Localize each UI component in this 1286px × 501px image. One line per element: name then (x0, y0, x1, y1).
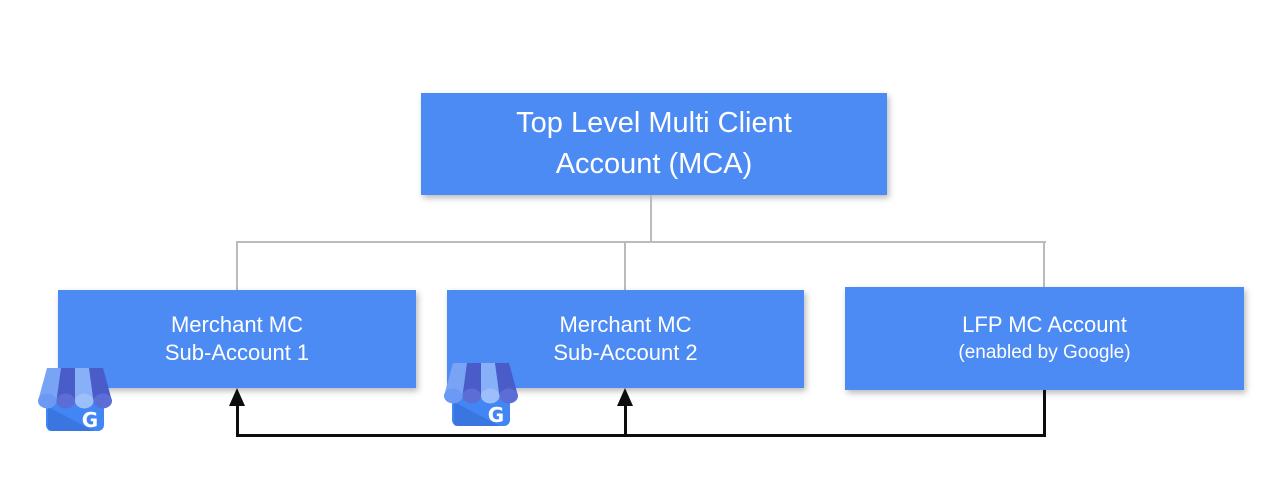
tree-connector-drop-sub1 (236, 243, 238, 290)
google-my-business-icon: G (38, 367, 112, 438)
node-label-subline: (enabled by Google) (958, 342, 1131, 363)
node-top-level-mca: Top Level Multi Client Account (MCA) (421, 93, 887, 195)
node-label-line: LFP MC Account (962, 312, 1127, 337)
tree-connector-crossbar (236, 241, 1046, 243)
arrow-connector-to-sub2 (624, 404, 627, 436)
node-label-line: Merchant MC (559, 312, 692, 337)
arrow-connector-from-lfp (1043, 390, 1046, 437)
google-my-business-icon: G (444, 362, 518, 433)
tree-connector-drop-lfp (1043, 243, 1045, 287)
google-g-letter: G (82, 408, 98, 432)
node-label-line: Top Level Multi Client (516, 107, 792, 139)
node-merchant-sub-account-1: Merchant MC Sub-Account 1 (58, 290, 416, 388)
node-label-line: Merchant MC (170, 312, 304, 337)
tree-connector-drop-sub2 (624, 243, 626, 290)
node-label-line: Sub-Account 1 (164, 340, 310, 365)
tree-connector-stem (650, 195, 652, 242)
node-lfp-mc-account: LFP MC Account (enabled by Google) (845, 287, 1244, 390)
node-label-line: Account (MCA) (555, 148, 753, 180)
arrow-connector-crossbar (236, 434, 1046, 437)
arrow-connector-to-sub1 (236, 404, 239, 436)
arrowhead-up-icon (229, 388, 245, 406)
google-g-letter: G (488, 403, 504, 427)
arrowhead-up-icon (617, 388, 633, 406)
node-label-line: Sub-Account 2 (553, 340, 698, 365)
